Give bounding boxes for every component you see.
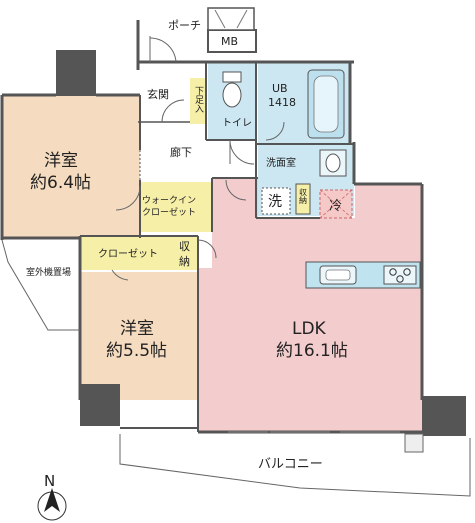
label-north: N bbox=[44, 472, 55, 490]
western-room-1 bbox=[2, 95, 140, 238]
washer-space bbox=[261, 187, 291, 215]
label-fridge: 冷 bbox=[329, 199, 342, 214]
walkin-closet-area bbox=[140, 182, 212, 232]
balcony-drain-icon bbox=[404, 433, 424, 453]
label-ub-size: 1418 bbox=[268, 96, 296, 109]
ac-unit-outline bbox=[1, 239, 80, 331]
western-room-2 bbox=[80, 272, 198, 400]
toilet-icon bbox=[222, 71, 242, 108]
label-toilet: トイレ bbox=[222, 118, 252, 129]
label-corridor: 廊下 bbox=[170, 145, 192, 159]
label-closet: クローゼット bbox=[98, 248, 158, 260]
label-entrance: 玄関 bbox=[147, 87, 169, 101]
label-porch: ポーチ bbox=[168, 19, 201, 32]
label-western2-size: 約5.5帖 bbox=[106, 341, 167, 361]
label-washroom: 洗面室 bbox=[266, 156, 296, 169]
shoe-storage-area bbox=[190, 78, 206, 124]
north-arrow-icon bbox=[37, 488, 67, 521]
pillar-sw bbox=[80, 384, 120, 426]
pillar-se bbox=[422, 396, 466, 436]
label-balcony: バルコニー bbox=[258, 457, 323, 472]
label-ub-name: UB bbox=[272, 82, 288, 95]
label-western1-size: 約6.4帖 bbox=[30, 173, 91, 193]
storage-area bbox=[172, 236, 198, 270]
label-walkin-2: クローゼット bbox=[142, 206, 196, 218]
label-washroom-storage: 収納 bbox=[299, 187, 308, 205]
balcony-outline bbox=[119, 434, 471, 497]
label-ldk-name: LDK bbox=[292, 319, 327, 339]
label-walkin-1: ウォークイン bbox=[142, 195, 196, 206]
label-western2-name: 洋室 bbox=[120, 319, 154, 339]
label-ldk-size: 約16.1帖 bbox=[276, 341, 348, 361]
label-mb: MB bbox=[221, 35, 238, 48]
label-washer: 洗 bbox=[268, 194, 282, 210]
label-storage-1: 収 bbox=[179, 240, 190, 253]
door-swings bbox=[111, 36, 285, 281]
label-storage-2: 納 bbox=[179, 255, 190, 268]
ldk-area bbox=[198, 178, 422, 432]
label-ac-unit-space: 室外機置場 bbox=[26, 266, 71, 278]
stove-icon bbox=[383, 265, 417, 285]
label-western1-name: 洋室 bbox=[44, 151, 78, 171]
washroom-storage bbox=[295, 183, 311, 215]
label-shoe-storage: 下足入 bbox=[193, 86, 204, 113]
pillar-nw bbox=[56, 50, 96, 96]
closet-area bbox=[80, 236, 172, 270]
